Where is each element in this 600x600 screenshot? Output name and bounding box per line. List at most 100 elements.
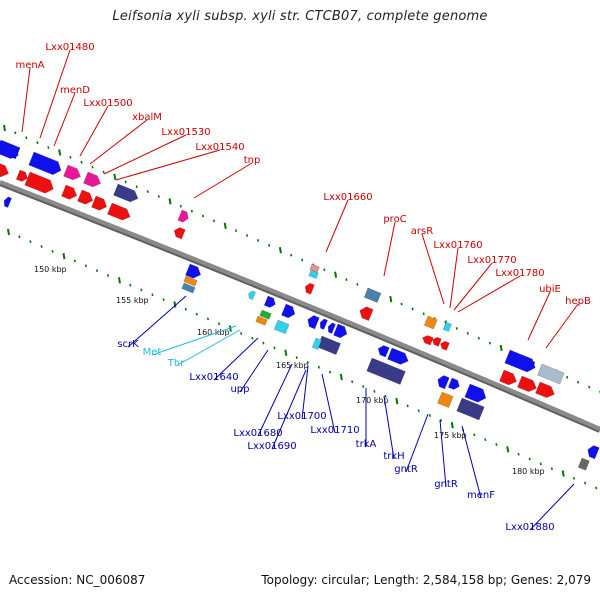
gene-arrow xyxy=(304,282,315,295)
minor-tick xyxy=(212,219,215,223)
major-tick xyxy=(223,222,227,229)
minor-tick xyxy=(29,240,32,244)
minor-tick xyxy=(455,327,458,330)
major-tick xyxy=(561,470,565,477)
gene-label-bottom: menF xyxy=(467,490,495,501)
kbp-tick-label: 150 kbp xyxy=(34,265,67,274)
minor-tick xyxy=(51,249,54,253)
minor-tick xyxy=(218,322,221,326)
kbp-tick-label: 155 kbp xyxy=(116,296,149,305)
gene-arrow xyxy=(319,318,328,330)
minor-tick xyxy=(69,155,72,159)
gene-arrow xyxy=(377,345,390,358)
gene-label-bottom-leader xyxy=(529,483,575,531)
gene-label-bottom-leader xyxy=(127,295,187,348)
gene-label-top-leader xyxy=(449,247,459,309)
gene-arrow xyxy=(0,161,9,178)
gene-label-top: hepB xyxy=(565,296,591,307)
map-title: Leifsonia xyli subsp. xyli str. CTCB07, … xyxy=(112,9,488,24)
minor-tick xyxy=(135,185,138,189)
gene-label-bottom: gntR xyxy=(434,479,458,490)
gene-label-bottom: gntR xyxy=(394,464,418,475)
gene-arrow xyxy=(24,171,54,194)
minor-tick xyxy=(466,331,469,335)
gene-label-bottom-leader xyxy=(439,419,447,488)
gene-arrow xyxy=(248,290,256,301)
gene-label-top-leader xyxy=(21,67,31,133)
gene-arrow xyxy=(61,184,78,200)
minor-tick xyxy=(301,258,304,262)
major-tick xyxy=(168,198,172,205)
gene-label-top-leader xyxy=(383,221,396,277)
gene-label-bottom-leader xyxy=(239,349,269,393)
gene-label-top-leader xyxy=(457,275,521,313)
gene-label-bottom-leader xyxy=(151,325,237,356)
gene-arrow xyxy=(359,306,374,322)
gene-label-top: Lxx01780 xyxy=(495,268,544,279)
gene-label-top: Lxx01480 xyxy=(45,42,94,53)
gene-label-bottom: Lxx01680 xyxy=(233,428,282,439)
gene-arrow xyxy=(387,347,409,365)
minor-tick xyxy=(400,302,403,306)
gene-label-bottom: Lxx01690 xyxy=(247,441,296,452)
gene-label-bottom-leader xyxy=(271,369,307,450)
minor-tick xyxy=(539,462,542,466)
gene-label-top-leader xyxy=(527,291,551,341)
minor-tick xyxy=(417,409,420,413)
gene-arrow xyxy=(281,303,296,319)
gene-arrow xyxy=(366,357,406,385)
minor-tick xyxy=(595,486,598,490)
major-tick xyxy=(228,325,232,332)
minor-tick xyxy=(573,476,576,480)
gene-label-bottom-leader xyxy=(257,363,293,437)
gene-arrow xyxy=(464,383,487,403)
minor-tick xyxy=(422,312,425,316)
gene-arrow xyxy=(423,315,438,330)
gene-label-bottom: scrK xyxy=(117,339,139,350)
gene-arrow xyxy=(15,169,28,182)
gene-arrow xyxy=(28,151,62,176)
gene-label-bottom-leader xyxy=(383,395,395,460)
major-tick xyxy=(113,173,117,181)
gene-label-bottom: Met xyxy=(143,347,162,358)
gene-label-top: Lxx01530 xyxy=(161,127,210,138)
minor-tick xyxy=(80,160,83,164)
minor-tick xyxy=(566,375,569,379)
minor-tick xyxy=(47,146,50,149)
minor-tick xyxy=(179,204,182,208)
minor-tick xyxy=(362,385,365,388)
major-tick xyxy=(278,247,282,254)
kbp-tick-label: 160 kbp xyxy=(197,328,230,337)
minor-tick xyxy=(295,356,298,359)
minor-tick xyxy=(107,274,110,277)
gene-label-top: Lxx01760 xyxy=(433,240,482,251)
gene-label-bottom-leader xyxy=(461,425,482,499)
gene-label-top-leader xyxy=(103,134,187,175)
kbp-tick-label: 175 kbp xyxy=(434,431,467,440)
gene-label-bottom-leader xyxy=(175,329,241,367)
minor-tick xyxy=(151,293,154,297)
gene-arrow xyxy=(273,319,290,335)
gene-label-bottom: trkA xyxy=(356,439,377,450)
gene-arrow xyxy=(0,142,19,159)
minor-tick xyxy=(532,361,536,365)
minor-tick xyxy=(351,380,354,384)
minor-tick xyxy=(488,341,491,345)
minor-tick xyxy=(40,245,43,248)
gene-arrow xyxy=(107,202,131,221)
gene-arrow xyxy=(517,375,537,392)
minor-tick xyxy=(25,136,28,140)
gene-arrow xyxy=(173,227,186,240)
minor-tick xyxy=(317,365,320,369)
gene-arrow xyxy=(535,381,555,398)
gene-label-top: menD xyxy=(60,85,90,96)
minor-tick xyxy=(18,235,21,239)
gene-arrow xyxy=(537,363,565,385)
kbp-tick-label: 170 kbp xyxy=(356,396,389,405)
gene-arrow xyxy=(437,391,454,409)
minor-tick xyxy=(184,307,187,311)
gene-label-bottom: upp xyxy=(230,384,249,395)
gene-label-top: tnp xyxy=(244,155,261,166)
